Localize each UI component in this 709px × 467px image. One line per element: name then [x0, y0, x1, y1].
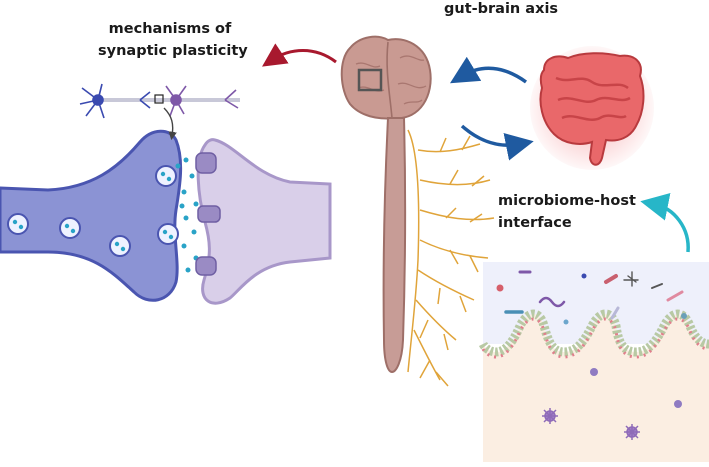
vesicle-contents [12, 171, 174, 252]
neurotransmitter-dots [175, 157, 199, 273]
microbiome-host-interface-label: microbiome-host interface [498, 190, 636, 234]
neuron-pair-icon [79, 83, 240, 141]
presynaptic-terminal [0, 129, 183, 302]
brain-zoom-box [357, 68, 383, 92]
microbiome-label-line1: microbiome-host [498, 193, 636, 209]
neuron-soma-right [165, 85, 239, 117]
synapse-zoom-box [154, 94, 164, 104]
intestine-icon [530, 46, 654, 170]
postsynaptic-receptors [195, 152, 221, 276]
microbiome-to-gut-arrow [640, 193, 690, 253]
gut-to-brain-arrow [449, 56, 528, 84]
brain-to-gut-arrow [460, 124, 534, 161]
gut-microbes [496, 270, 687, 325]
intestinal-epithelium-icon [478, 262, 709, 462]
brain-icon [340, 35, 432, 120]
synapse-illustration [0, 129, 332, 305]
synaptic-vesicles [7, 165, 179, 257]
microbiome-label-line2: interface [498, 215, 572, 231]
synaptic-plasticity-label-line2: synaptic plasticity [98, 43, 248, 59]
spinal-cord [382, 117, 407, 374]
synaptic-plasticity-label-line1: mechanisms of [108, 21, 232, 37]
brain-to-synapse-arrow [262, 43, 337, 67]
neuron-soma-left [79, 83, 151, 119]
postsynaptic-terminal [196, 138, 332, 305]
vagus-nerve [407, 129, 495, 387]
zoom-pointer-arrow [163, 107, 177, 141]
immune-cells [542, 368, 682, 440]
gut-brain-axis-label: gut-brain axis [444, 1, 559, 17]
synaptic-plasticity-label: mechanisms of synaptic plasticity [98, 18, 248, 62]
